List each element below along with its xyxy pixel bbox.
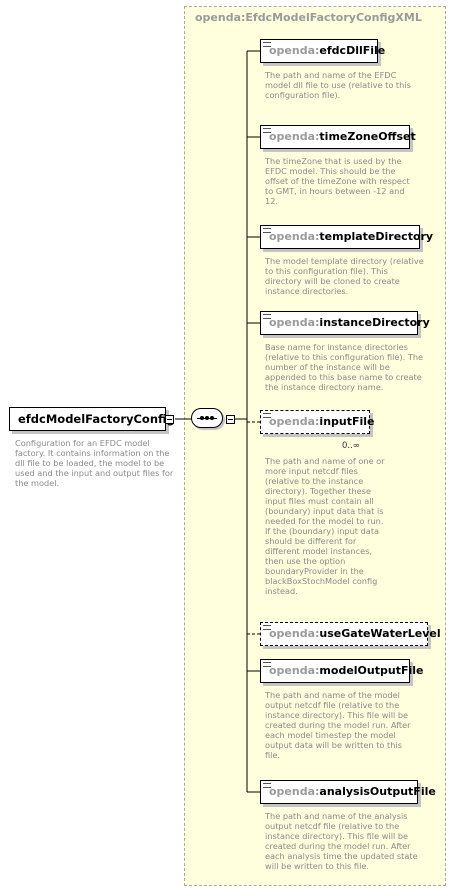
element-icon <box>263 625 271 630</box>
root-element-name: efdcModelFactoryConfig <box>18 412 175 426</box>
element-icon <box>263 314 271 319</box>
element-description: Base name for instance directories (rela… <box>265 342 424 392</box>
element-icon <box>263 662 271 667</box>
element-description: The path and name of the model output ne… <box>265 690 411 760</box>
collapse-root-icon[interactable] <box>165 415 174 424</box>
element-instance-directory[interactable]: openda:instanceDirectory <box>260 311 430 335</box>
element-description: The path and name of one or more input n… <box>265 456 385 596</box>
sequence-dot-icon <box>210 416 214 420</box>
complex-type-title: openda:EfdcModelFactoryConfigXML <box>195 11 422 24</box>
element-input-file[interactable]: openda:inputFile <box>260 410 375 434</box>
sequence-dot-icon <box>205 416 209 420</box>
collapse-sequence-icon[interactable] <box>226 415 235 424</box>
input-file-cardinality: 0..∞ <box>342 441 360 451</box>
root-description: Configuration for an EFDC model factory.… <box>15 438 174 488</box>
element-analysis-output-file[interactable]: openda:analysisOutputFile <box>260 780 436 804</box>
element-description: The path and name of the analysis output… <box>265 811 418 871</box>
complex-type-box <box>184 6 446 886</box>
sequence-dot-icon <box>200 416 204 420</box>
element-model-output-file[interactable]: openda:modelOutputFile <box>260 659 423 683</box>
sequence-compositor[interactable] <box>191 408 223 428</box>
element-template-directory[interactable]: openda:templateDirectory <box>260 225 433 249</box>
element-description: The model template directory (relative t… <box>265 256 424 296</box>
element-icon <box>263 42 271 47</box>
element-time-zone-offset[interactable]: openda:timeZoneOffset <box>260 125 416 149</box>
element-description: The path and name of the EFDC model dll … <box>265 70 411 100</box>
element-description: The timeZone that is used by the EFDC mo… <box>265 156 410 206</box>
element-icon <box>263 128 271 133</box>
element-icon <box>263 228 271 233</box>
element-use-gate-water-level[interactable]: openda:useGateWaterLevel <box>260 622 441 646</box>
element-icon <box>263 783 271 788</box>
root-element[interactable]: efdcModelFactoryConfig <box>9 407 175 431</box>
element-efdc-dll-file[interactable]: openda:efdcDllFile <box>260 39 385 63</box>
element-icon <box>263 413 271 418</box>
